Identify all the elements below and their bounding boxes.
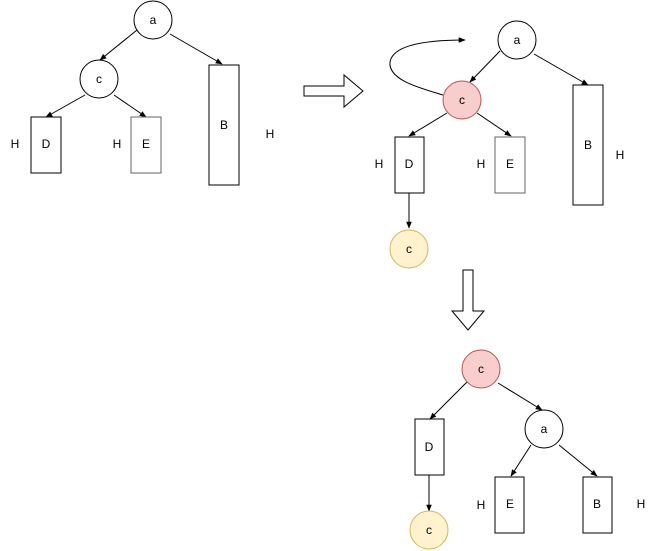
node-c-label: c <box>478 362 484 376</box>
edge-a-E <box>510 444 532 477</box>
edge-a-B <box>533 53 589 86</box>
node-c-label: c <box>96 72 102 86</box>
rotation-arrow <box>389 37 466 96</box>
height-B-label: H <box>266 127 275 141</box>
edge-a-B <box>558 444 598 477</box>
node-c-highlighted <box>442 80 482 120</box>
tree-1: a c D E B H H H <box>11 0 275 186</box>
height-B-label: H <box>637 497 646 511</box>
right-arrow-icon <box>303 73 364 109</box>
subtree-E-label: E <box>506 497 514 511</box>
height-D-label: H <box>375 157 384 171</box>
height-E-label: H <box>477 157 486 171</box>
subtree-B-label: B <box>584 138 592 152</box>
subtree-E-label: E <box>506 157 514 171</box>
edge-a-B <box>169 33 223 65</box>
edge-c-a <box>497 382 543 411</box>
new-node-c-label: c <box>406 242 412 256</box>
node-c-label: c <box>459 93 465 107</box>
height-E-label: H <box>477 498 486 512</box>
node-a <box>497 20 537 60</box>
node-a-label: a <box>541 422 548 436</box>
height-D-label: H <box>11 137 20 151</box>
edge-c-D <box>408 112 448 137</box>
subtree-B <box>582 476 613 534</box>
subtree-D-label: D <box>405 157 414 171</box>
subtree-D <box>30 116 62 174</box>
edge-c-E <box>113 94 147 118</box>
down-arrow-icon <box>450 269 486 331</box>
node-c <box>79 59 119 99</box>
subtree-D-label: D <box>425 440 434 454</box>
height-E-label: H <box>113 137 122 151</box>
tree-2: a c D E B c H H H <box>375 20 625 269</box>
node-a <box>524 409 564 449</box>
edge-c-E <box>476 112 512 137</box>
subtree-D <box>394 136 425 194</box>
height-B-label: H <box>616 148 625 162</box>
edge-a-c <box>99 29 138 61</box>
node-a-label: a <box>150 13 157 27</box>
tree-3: c D a E B c H H <box>409 349 646 550</box>
subtree-B <box>208 64 240 186</box>
subtree-B-label: B <box>593 497 601 511</box>
subtree-E-label: E <box>142 137 150 151</box>
new-node-c <box>389 229 429 269</box>
node-c-highlighted <box>461 349 501 389</box>
edge-c-D <box>45 94 86 118</box>
subtree-B <box>572 84 604 206</box>
subtree-E <box>494 476 525 534</box>
new-node-c-label: c <box>426 523 432 537</box>
node-a-label: a <box>514 33 521 47</box>
node-a <box>133 0 173 40</box>
subtree-E <box>130 116 162 174</box>
subtree-D <box>414 418 445 476</box>
edge-a-c <box>469 50 501 83</box>
subtree-B-label: B <box>220 118 228 132</box>
subtree-E <box>494 136 526 194</box>
new-node-c <box>409 510 449 550</box>
edge-c-D <box>429 381 468 420</box>
subtree-D-label: D <box>42 137 51 151</box>
